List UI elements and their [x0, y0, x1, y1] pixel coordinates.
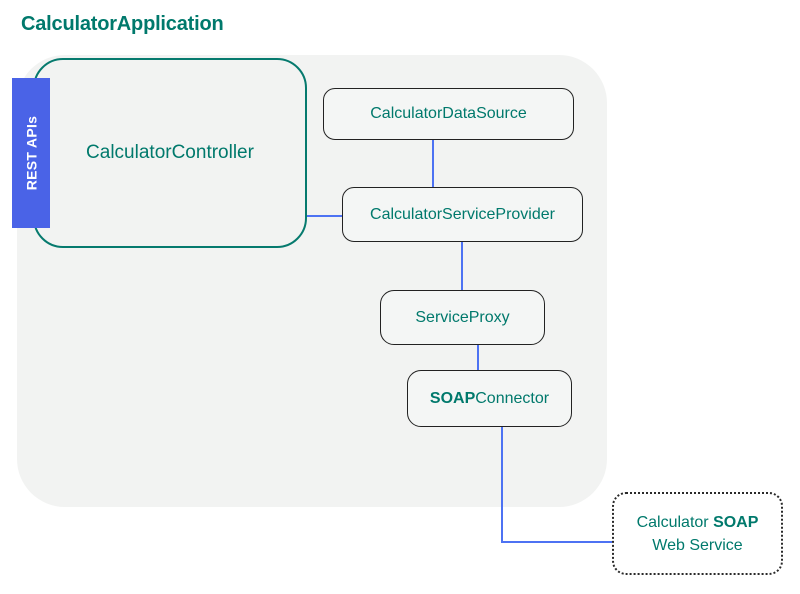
node-label: SOAPConnector: [430, 390, 549, 408]
edge-provider-proxy: [461, 242, 463, 290]
node-calculator-datasource: CalculatorDataSource: [323, 88, 574, 140]
page-title: CalculatorApplication: [21, 13, 224, 36]
node-calculator-controller: CalculatorController: [33, 58, 307, 248]
node-label: CalculatorController: [86, 142, 254, 164]
rest-apis-label: REST APIs: [23, 116, 39, 191]
node-label: CalculatorDataSource: [370, 105, 527, 123]
node-calculator-service-provider: CalculatorServiceProvider: [342, 187, 583, 242]
node-label-bold-part: SOAP: [713, 514, 758, 531]
node-label-line2: Web Service: [652, 534, 742, 557]
node-label-bold-part: SOAP: [430, 390, 475, 407]
edge-datasource-provider: [432, 140, 434, 187]
edge-soapconnector-webservice-horizontal: [501, 541, 612, 543]
edge-controller-provider: [307, 215, 342, 217]
node-soap-connector: SOAPConnector: [407, 370, 572, 427]
edge-proxy-soapconnector: [477, 345, 479, 370]
edge-soapconnector-webservice-vertical: [501, 427, 503, 543]
node-label-regular-part: Connector: [475, 390, 549, 407]
rest-apis-badge: REST APIs: [12, 78, 50, 228]
node-label-regular-part: Calculator: [637, 514, 713, 531]
node-label: ServiceProxy: [415, 309, 509, 327]
node-label-line1: Calculator SOAP: [637, 511, 759, 534]
node-calculator-soap-web-service: Calculator SOAP Web Service: [612, 492, 783, 575]
node-service-proxy: ServiceProxy: [380, 290, 545, 345]
node-label: CalculatorServiceProvider: [370, 206, 555, 224]
